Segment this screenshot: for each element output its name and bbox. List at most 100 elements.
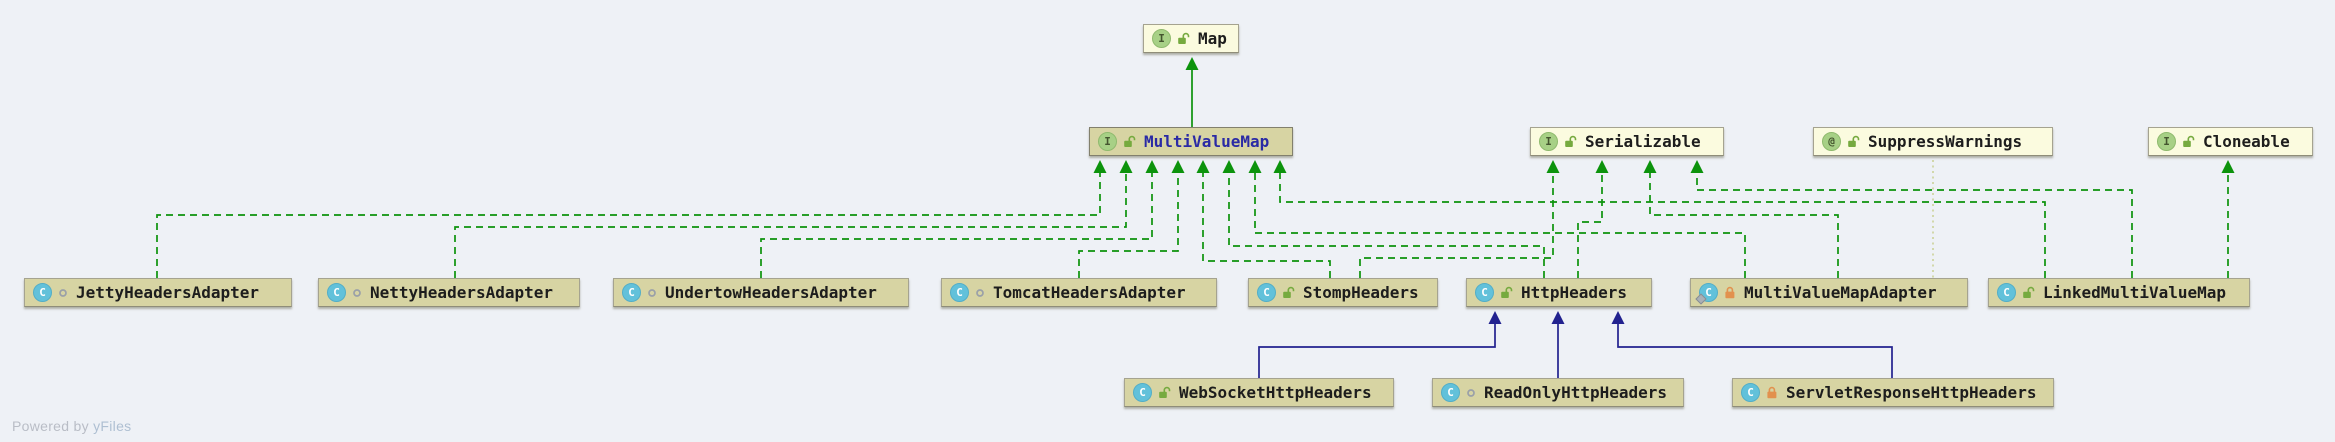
class-icon: C	[1133, 383, 1152, 402]
arrowhead-linked-multi-value-map-to-multi-value-map	[1273, 160, 1287, 173]
interface-icon: I	[2157, 132, 2176, 151]
edge-servlet-response-http-headers-to-http-headers	[1617, 324, 1893, 378]
node-http-headers[interactable]: C HttpHeaders	[1466, 278, 1652, 307]
arrowhead-linked-multi-value-map-to-cloneable	[2221, 160, 2235, 173]
arrowhead-undertow-headers-adapter-to-multi-value-map	[1145, 160, 1159, 173]
nonpublic-closed-lock-icon	[1724, 286, 1736, 299]
public-open-lock-icon	[1123, 135, 1136, 148]
node-linked-multi-value-map[interactable]: C LinkedMultiValueMap	[1988, 278, 2250, 307]
arrowhead-http-headers-to-serializable	[1595, 160, 1609, 173]
edge-linked-multi-value-map-to-multi-value-map	[1279, 173, 2046, 278]
node-serializable[interactable]: I Serializable	[1530, 127, 1724, 156]
class-name-label: HttpHeaders	[1521, 283, 1627, 302]
arrowhead-netty-headers-adapter-to-multi-value-map	[1119, 160, 1133, 173]
node-undertow-headers-adapter[interactable]: C UndertowHeadersAdapter	[613, 278, 909, 307]
class-name-label: MultiValueMapAdapter	[1744, 283, 1937, 302]
class-icon: C	[1441, 383, 1460, 402]
watermark-prefix: Powered by	[12, 418, 94, 434]
class-icon: C	[950, 283, 969, 302]
class-name-label: UndertowHeadersAdapter	[665, 283, 877, 302]
edge-web-socket-http-headers-to-http-headers	[1258, 324, 1496, 378]
class-name-label: SuppressWarnings	[1868, 132, 2023, 151]
arrowhead-stomp-headers-to-multi-value-map	[1196, 160, 1210, 173]
class-icon: C	[622, 283, 641, 302]
node-stomp-headers[interactable]: C StompHeaders	[1248, 278, 1438, 307]
node-netty-headers-adapter[interactable]: C NettyHeadersAdapter	[318, 278, 580, 307]
class-name-label: WebSocketHttpHeaders	[1179, 383, 1372, 402]
package-private-icon	[1466, 388, 1476, 398]
public-open-lock-icon	[1158, 386, 1171, 399]
class-name-label: ServletResponseHttpHeaders	[1786, 383, 2037, 402]
edge-netty-headers-adapter-to-multi-value-map	[454, 173, 1127, 278]
arrowhead-jetty-headers-adapter-to-multi-value-map	[1093, 160, 1107, 173]
interface-icon: I	[1539, 132, 1558, 151]
class-name-label: LinkedMultiValueMap	[2043, 283, 2227, 302]
edge-stomp-headers-to-serializable	[1359, 173, 1554, 278]
public-open-lock-icon	[1177, 32, 1190, 45]
edge-multi-value-map-adapter-to-serializable	[1649, 173, 1839, 278]
edge-http-headers-to-multi-value-map	[1228, 173, 1545, 278]
edge-multi-value-map-adapter-to-multi-value-map	[1254, 173, 1746, 278]
class-name-label: TomcatHeadersAdapter	[993, 283, 1186, 302]
arrowhead-linked-multi-value-map-to-serializable	[1690, 160, 1704, 173]
edge-undertow-headers-adapter-to-multi-value-map	[760, 173, 1153, 278]
edge-jetty-headers-adapter-to-multi-value-map	[156, 173, 1101, 278]
node-multi-value-map[interactable]: I MultiValueMap	[1089, 127, 1293, 156]
class-name-label: ReadOnlyHttpHeaders	[1484, 383, 1668, 402]
public-open-lock-icon	[1500, 286, 1513, 299]
class-icon: C	[1997, 283, 2016, 302]
node-multi-value-map-adapter[interactable]: C MultiValueMapAdapter	[1690, 278, 1968, 307]
class-icon: C	[33, 283, 52, 302]
package-private-icon	[647, 288, 657, 298]
node-map[interactable]: I Map	[1143, 24, 1239, 53]
yfiles-watermark: Powered by yFiles	[12, 418, 131, 434]
class-icon: C	[1475, 283, 1494, 302]
node-servlet-response-http-headers[interactable]: C ServletResponseHttpHeaders	[1732, 378, 2054, 407]
arrowhead-http-headers-to-multi-value-map	[1222, 160, 1236, 173]
arrowhead-servlet-response-http-headers-to-http-headers	[1611, 311, 1625, 324]
node-web-socket-http-headers[interactable]: C WebSocketHttpHeaders	[1124, 378, 1394, 407]
class-icon: C	[1695, 283, 1718, 305]
class-icon: C	[1257, 283, 1276, 302]
interface-icon: I	[1152, 29, 1171, 48]
watermark-brand: yFiles	[93, 418, 132, 434]
class-name-label: NettyHeadersAdapter	[370, 283, 554, 302]
node-jetty-headers-adapter[interactable]: C JettyHeadersAdapter	[24, 278, 292, 307]
package-private-icon	[58, 288, 68, 298]
node-tomcat-headers-adapter[interactable]: C TomcatHeadersAdapter	[941, 278, 1217, 307]
arrowhead-multi-value-map-adapter-to-serializable	[1643, 160, 1657, 173]
annotation-icon: @	[1822, 132, 1841, 151]
public-open-lock-icon	[1564, 135, 1577, 148]
arrowhead-multi-value-map-to-map	[1185, 57, 1199, 70]
class-name-label: StompHeaders	[1303, 283, 1419, 302]
abstract-marker-icon	[1695, 293, 1707, 305]
class-name-label: JettyHeadersAdapter	[76, 283, 260, 302]
node-cloneable[interactable]: I Cloneable	[2148, 127, 2313, 156]
class-name-label: Map	[1198, 29, 1227, 48]
edge-linked-multi-value-map-to-serializable	[1696, 173, 2133, 278]
edge-http-headers-to-serializable	[1577, 173, 1603, 278]
node-read-only-http-headers[interactable]: C ReadOnlyHttpHeaders	[1432, 378, 1684, 407]
public-open-lock-icon	[2182, 135, 2195, 148]
package-private-icon	[352, 288, 362, 298]
public-open-lock-icon	[2022, 286, 2035, 299]
class-icon: C	[327, 283, 346, 302]
package-private-icon	[975, 288, 985, 298]
class-name-label: MultiValueMap	[1144, 132, 1270, 151]
edge-tomcat-headers-adapter-to-multi-value-map	[1078, 173, 1179, 278]
interface-icon: I	[1098, 132, 1117, 151]
arrowhead-tomcat-headers-adapter-to-multi-value-map	[1171, 160, 1185, 173]
public-open-lock-icon	[1282, 286, 1295, 299]
edge-stomp-headers-to-multi-value-map	[1202, 173, 1331, 278]
nonpublic-closed-lock-icon	[1766, 386, 1778, 399]
node-suppress-warnings[interactable]: @ SuppressWarnings	[1813, 127, 2053, 156]
arrowhead-multi-value-map-adapter-to-multi-value-map	[1248, 160, 1262, 173]
class-name-label: Serializable	[1585, 132, 1701, 151]
class-icon: C	[1741, 383, 1760, 402]
arrowhead-stomp-headers-to-serializable	[1546, 160, 1560, 173]
class-name-label: Cloneable	[2203, 132, 2290, 151]
arrowhead-read-only-http-headers-to-http-headers	[1551, 311, 1565, 324]
public-open-lock-icon	[1847, 135, 1860, 148]
